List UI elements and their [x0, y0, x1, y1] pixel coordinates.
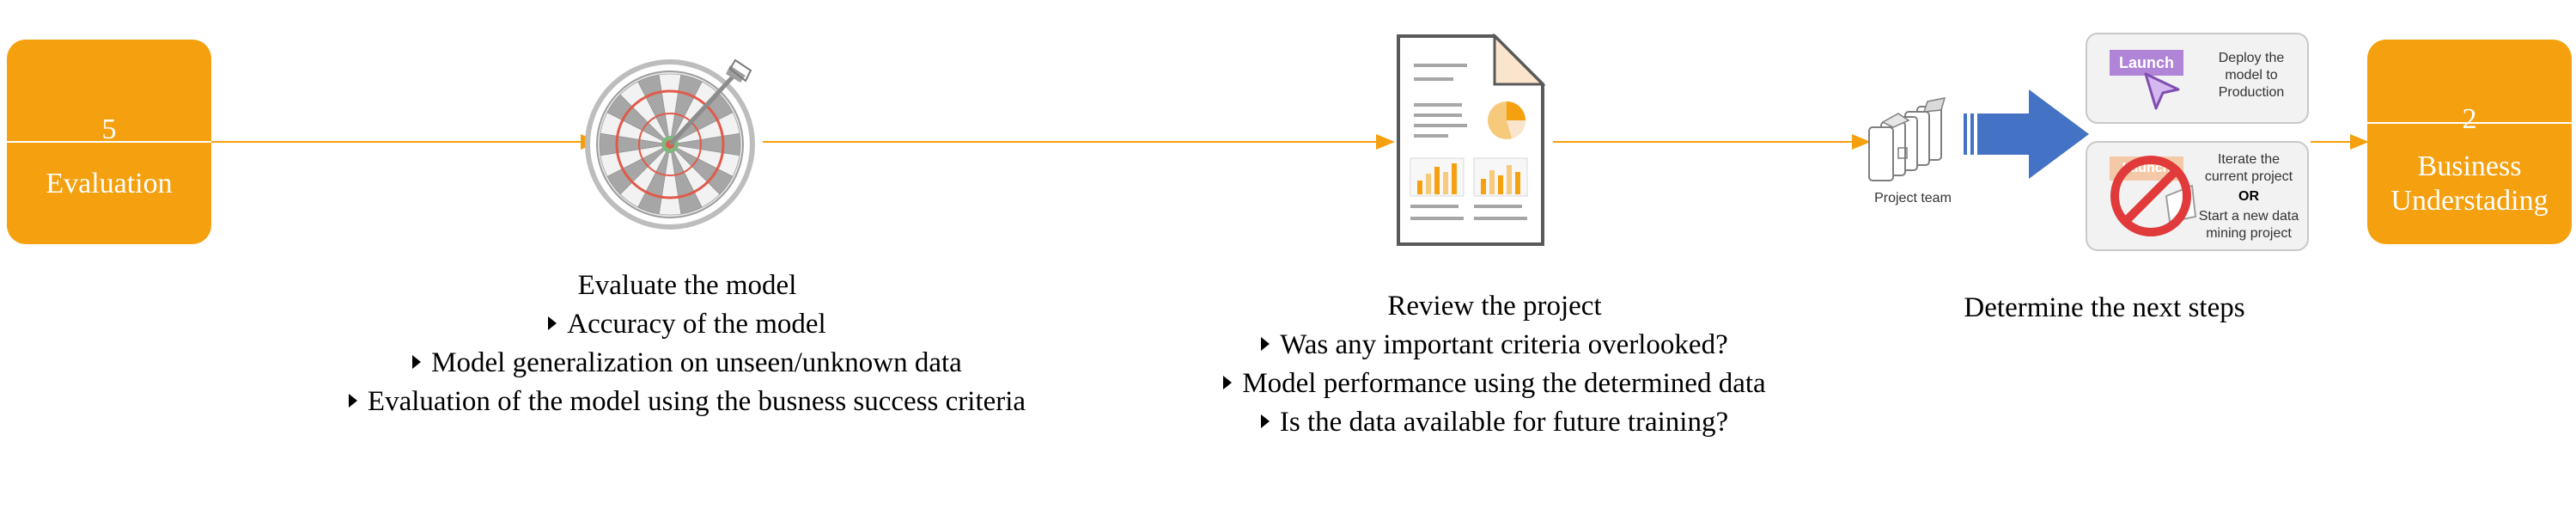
- review-bullet: Model performance using the determined d…: [1142, 365, 1847, 403]
- launch-button: Launch: [2110, 50, 2183, 76]
- connector-line: [763, 141, 1378, 143]
- step-label: Evaluation: [46, 168, 173, 199]
- review-bullet: Was any important criteria overlooked?: [1142, 326, 1847, 365]
- bullet-icon: [548, 316, 557, 331]
- evaluate-bullet: Evaluation of the model using the busnes…: [283, 383, 1091, 421]
- start-line-1: Start a new data: [2198, 209, 2299, 224]
- review-text-block: Review the project Was any important cri…: [1142, 287, 1847, 442]
- no-entry-icon: [2110, 151, 2204, 241]
- step-number: 2: [2462, 103, 2477, 135]
- iterate-option-card: Launch Iterate the current project OR St…: [2086, 141, 2309, 251]
- dart-sector: [669, 112, 740, 145]
- project-team-icon: [1864, 96, 1958, 191]
- iterate-text: Iterate the current project OR Start a n…: [2195, 151, 2302, 242]
- bullet-icon: [412, 355, 422, 370]
- iterate-line-1: Iterate the: [2217, 152, 2281, 167]
- bullet-icon: [1223, 376, 1233, 390]
- deploy-line-2: model to: [2225, 68, 2278, 83]
- launch-cursor-icon: [2141, 69, 2183, 112]
- or-label: OR: [2238, 189, 2259, 204]
- arrow-head: [2350, 134, 2369, 150]
- step-label-line-2: Understading: [2390, 185, 2549, 217]
- bullet-icon: [1260, 414, 1270, 429]
- start-line-2: mining project: [2206, 226, 2292, 241]
- connector-line: [211, 141, 582, 143]
- evaluate-text-block: Evaluate the model Accuracy of the model…: [283, 267, 1091, 421]
- deploy-line-3: Production: [2218, 85, 2285, 100]
- step-number: 5: [101, 113, 117, 145]
- next-steps-title: Determine the next steps: [1964, 292, 2245, 323]
- connector-line: [2311, 141, 2352, 143]
- step-box-business-understanding: 2 Business Understading: [2367, 40, 2572, 244]
- evaluate-title: Evaluate the model: [577, 270, 797, 301]
- review-bullet: Is the data available for future trainin…: [1142, 403, 1847, 442]
- iterate-line-2: current project: [2204, 169, 2293, 184]
- bullet-icon: [1261, 337, 1270, 352]
- report-document-icon: [1395, 33, 1546, 248]
- project-team-label: Project team: [1874, 191, 1952, 205]
- arrow-head: [1852, 134, 1871, 150]
- step-box-evaluation: 5 Evaluation: [7, 40, 211, 244]
- arrow-head: [1376, 134, 1395, 150]
- evaluate-bullet: Accuracy of the model: [283, 305, 1091, 344]
- right-arrow-icon: [1964, 86, 2092, 182]
- deploy-text: Deploy the model to Production: [2204, 50, 2299, 101]
- connector-line: [1553, 141, 1854, 143]
- box-divider: [2367, 122, 2572, 124]
- dartboard-icon: [584, 57, 756, 237]
- evaluate-bullet: Model generalization on unseen/unknown d…: [283, 344, 1091, 383]
- box-divider: [7, 141, 211, 143]
- deploy-option-card: Launch Deploy the model to Production: [2086, 33, 2309, 124]
- review-title: Review the project: [1387, 291, 1602, 322]
- deploy-line-1: Deploy the: [2218, 51, 2285, 65]
- step-label-line-1: Business: [2417, 150, 2522, 182]
- bullet-icon: [348, 394, 357, 408]
